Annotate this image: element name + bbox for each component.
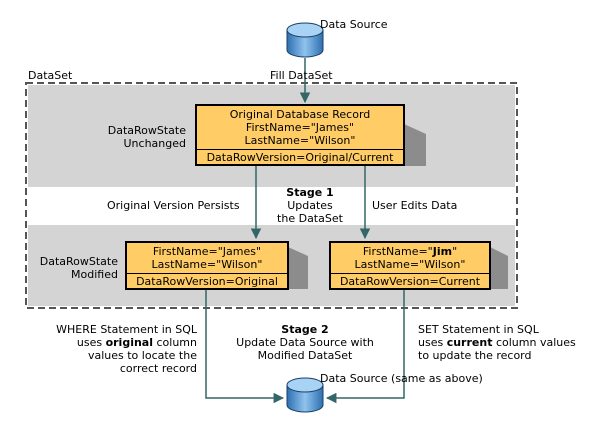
where-arrow xyxy=(205,290,285,404)
original-row-version: DataRowVersion=Original xyxy=(136,275,278,288)
state-modified-line1: DataRowState xyxy=(39,255,118,268)
current-row-shadow xyxy=(490,247,508,289)
original-record-title: Original Database Record xyxy=(229,108,371,121)
original-row-divider xyxy=(127,273,287,274)
current-row-last: LastName="Wilson" xyxy=(354,258,466,271)
current-row-first: FirstName="Jim" xyxy=(331,245,489,258)
where-note-line3: values to locate the xyxy=(87,349,197,362)
set-note-suffix: column values xyxy=(492,336,576,349)
original-row-first: FirstName="James" xyxy=(152,245,262,258)
stage2-line1: Update Data Source with xyxy=(236,336,374,349)
where-note-line2: uses original column xyxy=(40,336,197,349)
original-row-last: LastName="Wilson" xyxy=(151,258,263,271)
state-unchanged-label: DataRowState Unchanged xyxy=(80,124,186,150)
original-record-divider xyxy=(197,149,403,150)
bottom-database-icon xyxy=(286,377,324,413)
fill-dataset-label: Fill DataSet xyxy=(270,69,333,82)
state-unchanged-line1: DataRowState xyxy=(107,124,186,137)
set-note: SET Statement in SQL uses current column… xyxy=(418,323,576,362)
stage2-line2: Modified DataSet xyxy=(257,349,353,362)
current-row-card: FirstName="Jim" LastName="Wilson" DataRo… xyxy=(329,241,491,290)
where-note-suffix: column xyxy=(153,336,197,349)
stage1-title: Stage 1 xyxy=(286,186,334,199)
stage2-label: Stage 2 Update Data Source with Modified… xyxy=(228,323,382,362)
dataset-container xyxy=(25,82,518,309)
where-note-line4: correct record xyxy=(119,362,197,375)
stage1-line1: Updates xyxy=(287,199,333,212)
current-row-divider xyxy=(331,273,489,274)
stage1-line2: the DataSet xyxy=(277,212,343,225)
state-modified-line2: Modified xyxy=(71,268,118,281)
original-record-card: Original Database Record FirstName="Jame… xyxy=(195,104,405,166)
state-unchanged-line2: Unchanged xyxy=(123,137,187,150)
current-row-first-value: Jim xyxy=(432,245,453,258)
left-branch-label: Original Version Persists xyxy=(107,199,240,212)
bottom-source-label: Data Source (same as above) xyxy=(320,372,483,385)
where-note: WHERE Statement in SQL uses original col… xyxy=(40,323,197,375)
current-row-version: DataRowVersion=Current xyxy=(339,275,481,288)
top-source-label: Data Source xyxy=(320,18,388,31)
current-row-first-prefix: FirstName=" xyxy=(362,245,433,258)
original-record-first: FirstName="James" xyxy=(245,121,355,134)
dataset-label: DataSet xyxy=(28,69,73,82)
set-note-bold: current xyxy=(446,336,493,349)
original-row-shadow xyxy=(288,247,308,289)
stage1-label: Stage 1 Updates the DataSet xyxy=(260,186,360,225)
set-note-prefix: uses xyxy=(418,336,447,349)
set-note-line3: to update the record xyxy=(418,349,532,362)
where-note-prefix: uses xyxy=(76,336,106,349)
original-row-card: FirstName="James" LastName="Wilson" Data… xyxy=(125,241,289,290)
original-record-version: DataRowVersion=Original/Current xyxy=(206,151,394,164)
top-database-icon xyxy=(286,22,324,58)
original-record-shadow xyxy=(404,124,426,166)
where-note-bold: original xyxy=(105,336,153,349)
where-note-line1: WHERE Statement in SQL xyxy=(56,323,197,336)
original-record-last: LastName="Wilson" xyxy=(244,134,356,147)
set-note-line1: SET Statement in SQL xyxy=(418,323,539,336)
set-arrow xyxy=(325,290,405,404)
right-branch-label: User Edits Data xyxy=(372,199,458,212)
state-modified-label: DataRowState Modified xyxy=(14,255,118,281)
set-note-line2: uses current column values xyxy=(418,336,576,349)
stage2-title: Stage 2 xyxy=(281,323,329,336)
current-row-first-suffix: " xyxy=(452,245,458,258)
